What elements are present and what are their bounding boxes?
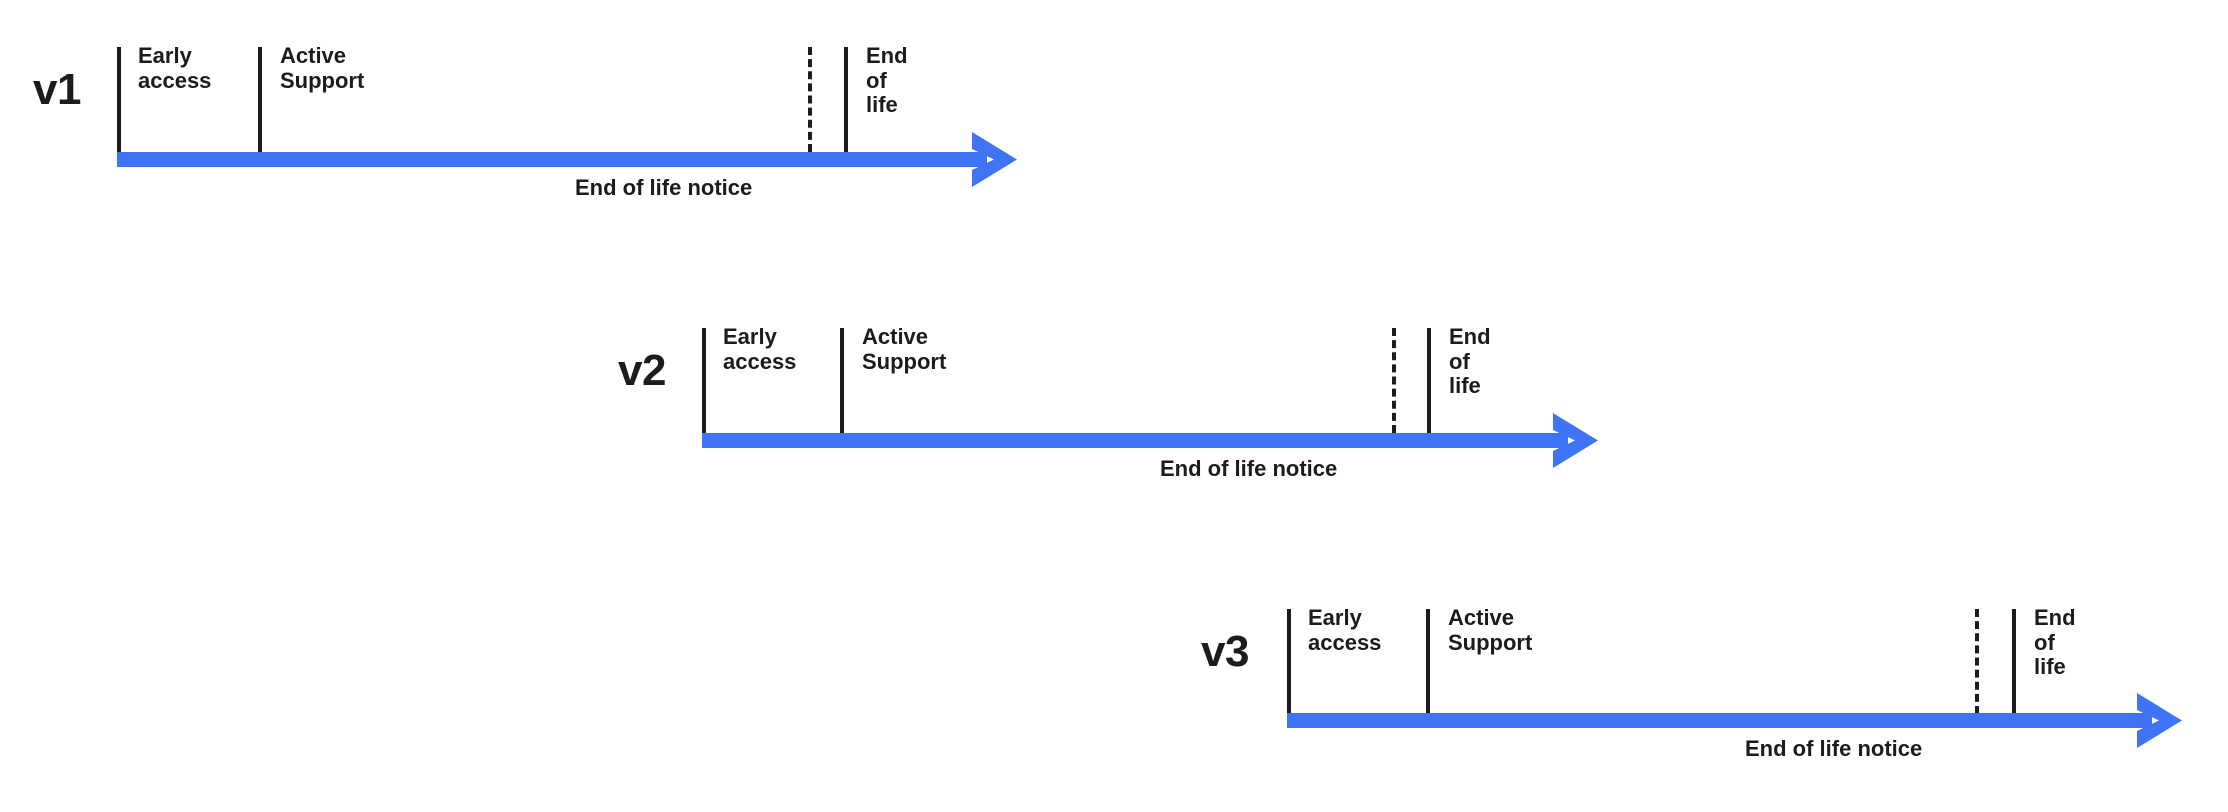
version-label-v1: v1	[33, 65, 81, 114]
phase-divider-early-access-start-v3	[1287, 609, 1291, 714]
end-of-life-notice-marker-v2	[1392, 328, 1396, 433]
end-of-life-notice-label-v3: End of life notice	[1745, 736, 1923, 761]
phase-label-early-access-v3: Early access	[1308, 605, 1382, 655]
end-of-life-notice-label-v2: End of life notice	[1160, 456, 1338, 481]
version-label-v2: v2	[618, 346, 666, 395]
phase-label-end-of-life-v2: End of life	[1449, 324, 1491, 399]
phase-divider-active-support-start-v2	[840, 328, 844, 433]
timeline-arrow-shaft-v3	[1287, 713, 2152, 728]
end-of-life-notice-marker-v3	[1975, 609, 1979, 714]
phase-label-early-access-v2: Early access	[723, 324, 797, 374]
phase-divider-active-support-start-v1	[258, 47, 262, 152]
end-of-life-notice-label-v1: End of life notice	[575, 175, 753, 200]
phase-divider-end-of-life-start-v1	[844, 47, 848, 152]
phase-label-active-support-v3: Active Support	[1448, 605, 1533, 655]
phase-divider-end-of-life-start-v2	[1427, 328, 1431, 433]
phase-label-active-support-v2: Active Support	[862, 324, 947, 374]
phase-label-end-of-life-v1: End of life	[866, 43, 908, 118]
phase-divider-end-of-life-start-v3	[2012, 609, 2016, 714]
phase-divider-active-support-start-v3	[1426, 609, 1430, 714]
timeline-arrow-shaft-v2	[702, 433, 1568, 448]
phase-label-early-access-v1: Early access	[138, 43, 212, 93]
version-label-v3: v3	[1201, 627, 1249, 676]
phase-divider-early-access-start-v1	[117, 47, 121, 152]
phase-label-end-of-life-v3: End of life	[2034, 605, 2076, 680]
timeline-arrow-shaft-v1	[117, 152, 987, 167]
end-of-life-notice-marker-v1	[808, 47, 812, 152]
phase-divider-early-access-start-v2	[702, 328, 706, 433]
phase-label-active-support-v1: Active Support	[280, 43, 365, 93]
